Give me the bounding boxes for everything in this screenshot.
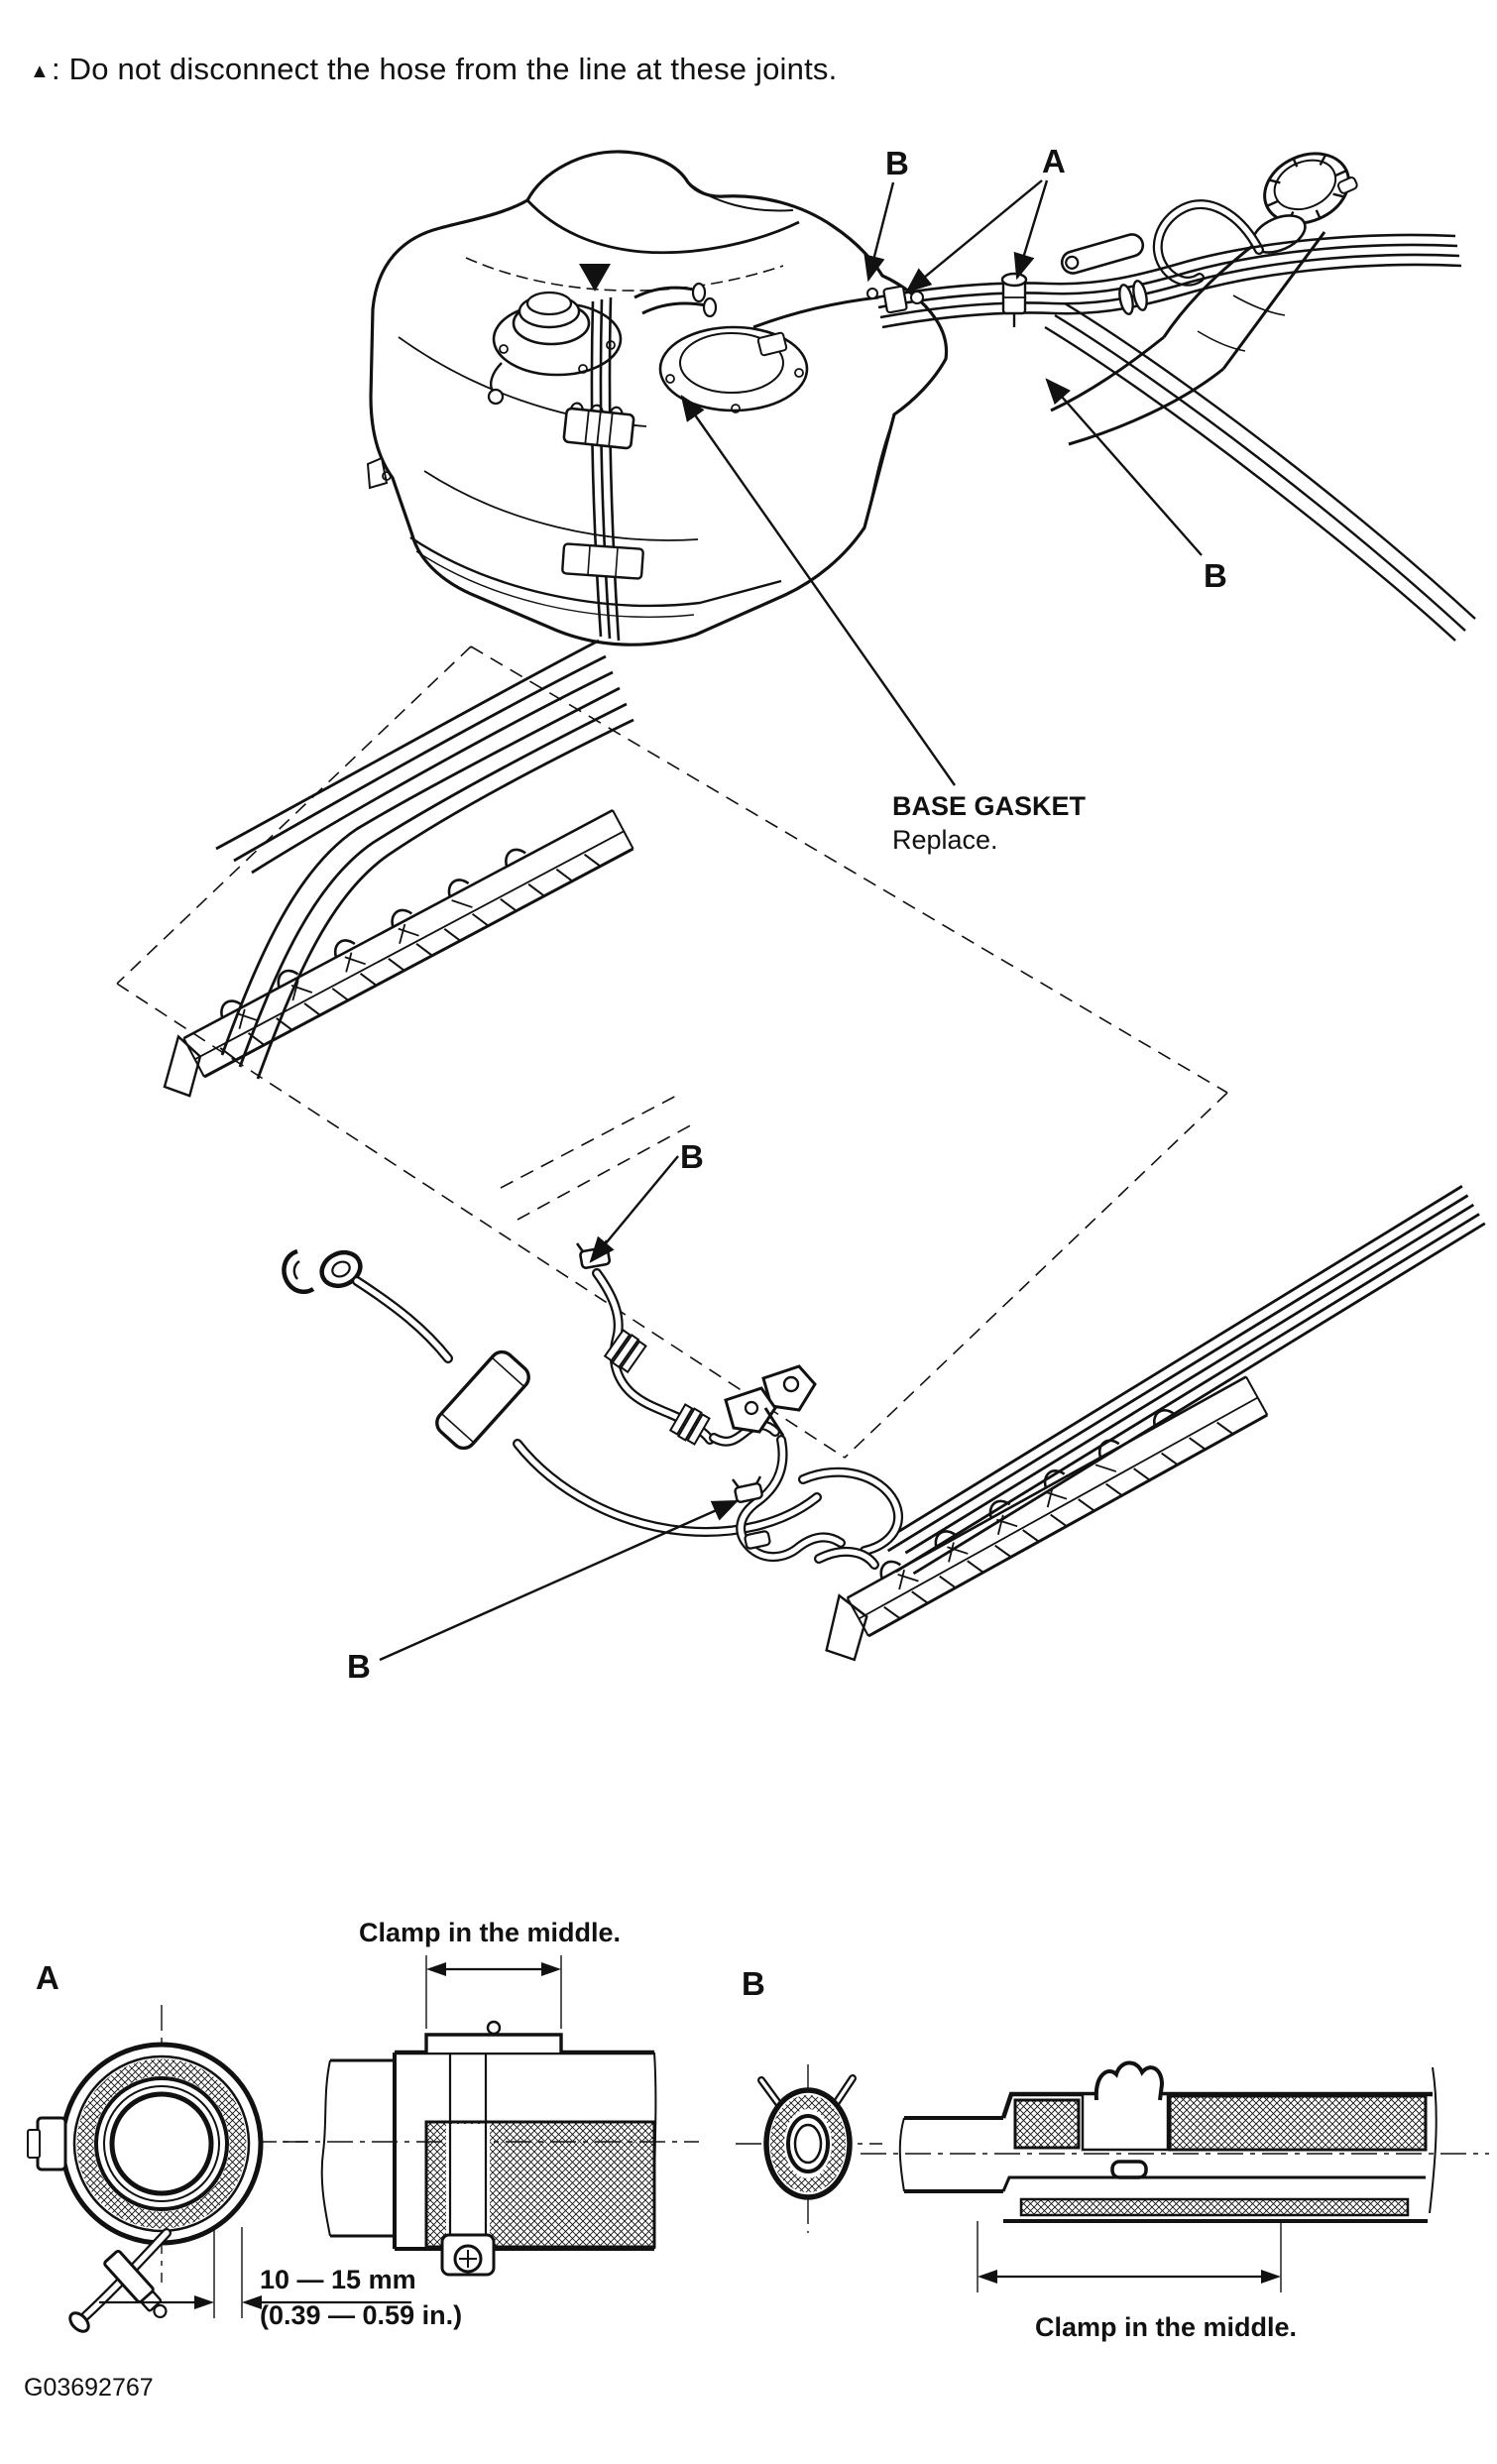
detail-b-cross-section: [736, 2064, 882, 2233]
callout-b-lower: B: [347, 1648, 371, 1685]
arrow-b-middle: [589, 1155, 679, 1263]
detail-a-side-view: [283, 2020, 699, 2277]
fuel-tank-drawing: [366, 150, 949, 646]
base-gasket-label: BASE GASKET: [892, 791, 1087, 821]
hose-coupling-rings-2: [668, 1403, 711, 1446]
arrow-b-top: [864, 181, 895, 283]
detail-b: B: [736, 1965, 1489, 2342]
detail-a-hose-stub: [68, 2228, 172, 2333]
dimension-metric: 10 — 15 mm: [260, 2265, 416, 2294]
hose-insulator-sleeve: [435, 1349, 530, 1451]
floor-outline-dashed: [116, 645, 1228, 1459]
callout-b-right: B: [1204, 557, 1227, 594]
arrow-base-gasket: [680, 395, 956, 786]
sender-flange: [658, 325, 809, 413]
arrow-b-right: [1045, 378, 1203, 556]
filler-neck-drawing: [1050, 152, 1358, 446]
warning-note-text: : Do not disconnect the hose from the li…: [52, 52, 838, 86]
detail-a-cross-section: [27, 2005, 307, 2283]
valve-fitting: [1000, 272, 1028, 327]
detail-a-clamp-note: Clamp in the middle.: [359, 1918, 621, 1947]
hose-coupling-rings: [603, 1329, 647, 1374]
hose-clamp-b-lower: [732, 1475, 771, 1550]
fuel-lines-bundle-rear: [869, 1185, 1486, 1576]
detail-a-dimension: 10 — 15 mm (0.39 — 0.59 in.): [99, 2227, 462, 2330]
worm-clamp-screw: [440, 2233, 496, 2277]
triangle-pointer-icon: [579, 264, 611, 292]
arrow-a-left: [905, 179, 1043, 293]
fuel-lines-bundle-front: [215, 296, 644, 1080]
line-clamp-block: [562, 402, 635, 450]
arrow-b-lower: [379, 1499, 740, 1662]
detail-b-side-view: [861, 2060, 1489, 2223]
arrow-a-right: [1013, 179, 1049, 281]
callouts: B A B B B BASE GASKET Replace.: [347, 143, 1227, 1685]
dimension-imperial: (0.39 — 0.59 in.): [260, 2300, 462, 2330]
callout-b-middle: B: [680, 1138, 704, 1175]
fuel-hose-assembly: [282, 1239, 898, 1565]
fuel-pump-flange: [487, 291, 623, 406]
hose-bracket: [724, 1364, 817, 1437]
figure-code: G03692767: [24, 2374, 154, 2402]
right-line-protector-rail: [825, 1375, 1269, 1662]
vapor-fuel-tubes: [866, 233, 1476, 642]
base-gasket-action: Replace.: [892, 825, 998, 855]
detail-b-dimension: Clamp in the middle.: [977, 2221, 1297, 2342]
warning-note: ▲ : Do not disconnect the hose from the …: [30, 52, 837, 87]
detail-b-clamp-note: Clamp in the middle.: [1035, 2312, 1297, 2342]
neck-bracket: [1060, 233, 1145, 275]
fuel-cap: [1263, 152, 1358, 225]
callout-b-top: B: [885, 145, 909, 181]
left-line-protector-rail: [163, 808, 634, 1098]
detail-a: A Clamp in the middle.: [27, 1918, 699, 2333]
detail-a-label: A: [36, 1959, 59, 1996]
detail-b-label: B: [742, 1965, 765, 2002]
triangle-marker-icon: ▲: [30, 60, 50, 82]
callout-a-top: A: [1042, 143, 1066, 179]
line-clamp-block-2: [561, 542, 644, 580]
